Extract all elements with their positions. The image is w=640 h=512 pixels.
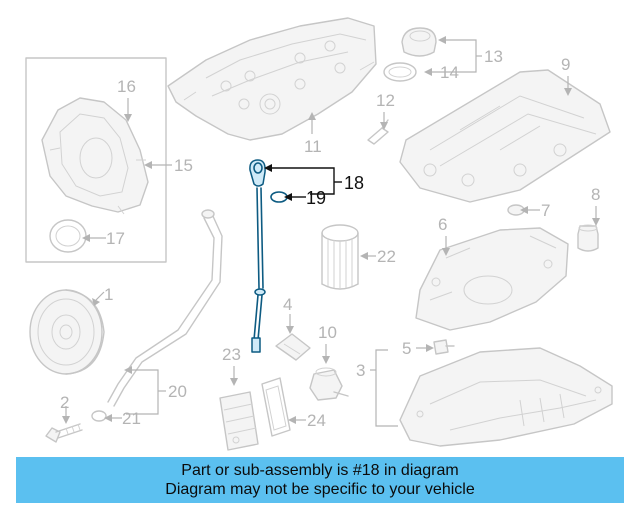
callout-17: 17: [106, 229, 125, 248]
callout-5: 5: [402, 339, 411, 358]
dipstick-part-18[interactable]: [249, 159, 266, 353]
callout-4: 4: [283, 295, 292, 314]
drain-plug-part-5[interactable]: [433, 339, 455, 355]
callout-15: 15: [174, 156, 193, 175]
parts-diagram: 16 15 17 11 13 14: [25, 17, 613, 451]
oil-filter-part-22[interactable]: [321, 224, 359, 290]
guide-tube-part-20[interactable]: [107, 209, 223, 407]
callout-16: 16: [117, 77, 136, 96]
info-banner: Part or sub-assembly is #18 in diagram D…: [16, 457, 624, 503]
cap-seal-part-14[interactable]: [383, 62, 417, 82]
engine-block-part-9[interactable]: [399, 69, 611, 203]
callout-22: 22: [377, 247, 396, 266]
oil-cooler-part-23[interactable]: [219, 391, 259, 451]
callout-12: 12: [376, 91, 395, 110]
callout-24: 24: [307, 411, 326, 430]
pulley-part-1[interactable]: [29, 289, 105, 375]
callout-19: 19: [306, 188, 326, 208]
timing-cover-part-16[interactable]: [25, 57, 167, 263]
callout-2: 2: [60, 393, 69, 412]
callout-18: 18: [344, 173, 364, 193]
sensor-part-4[interactable]: [275, 333, 311, 361]
banner-line-2: Diagram may not be specific to your vehi…: [165, 481, 475, 498]
oil-level-sensor-part-10[interactable]: [309, 367, 349, 401]
callout-8: 8: [591, 185, 600, 204]
callout-23: 23: [222, 345, 241, 364]
bolt-part-2[interactable]: [45, 423, 83, 443]
callout-14: 14: [440, 63, 459, 82]
oil-pan-part-3[interactable]: [399, 347, 613, 447]
callout-9: 9: [561, 55, 570, 74]
valve-cover-part-11[interactable]: [167, 17, 377, 141]
gasket-part-24[interactable]: [261, 377, 291, 437]
oil-cap-part-13[interactable]: [401, 27, 437, 57]
cap-part-8[interactable]: [577, 224, 599, 252]
callout-1: 1: [104, 285, 113, 304]
callout-21: 21: [122, 409, 141, 428]
callout-11: 11: [304, 137, 322, 156]
callout-10: 10: [318, 323, 337, 342]
callout-6: 6: [438, 215, 447, 234]
callout-7: 7: [541, 201, 550, 220]
callout-13: 13: [484, 47, 503, 66]
callout-20: 20: [168, 382, 187, 401]
banner-line-1: Part or sub-assembly is #18 in diagram: [181, 462, 459, 479]
seal-part-17[interactable]: [49, 219, 87, 253]
tube-seal-part-21[interactable]: [91, 410, 107, 422]
baffle-plate-part-6[interactable]: [415, 227, 569, 331]
callout-3: 3: [356, 361, 365, 380]
